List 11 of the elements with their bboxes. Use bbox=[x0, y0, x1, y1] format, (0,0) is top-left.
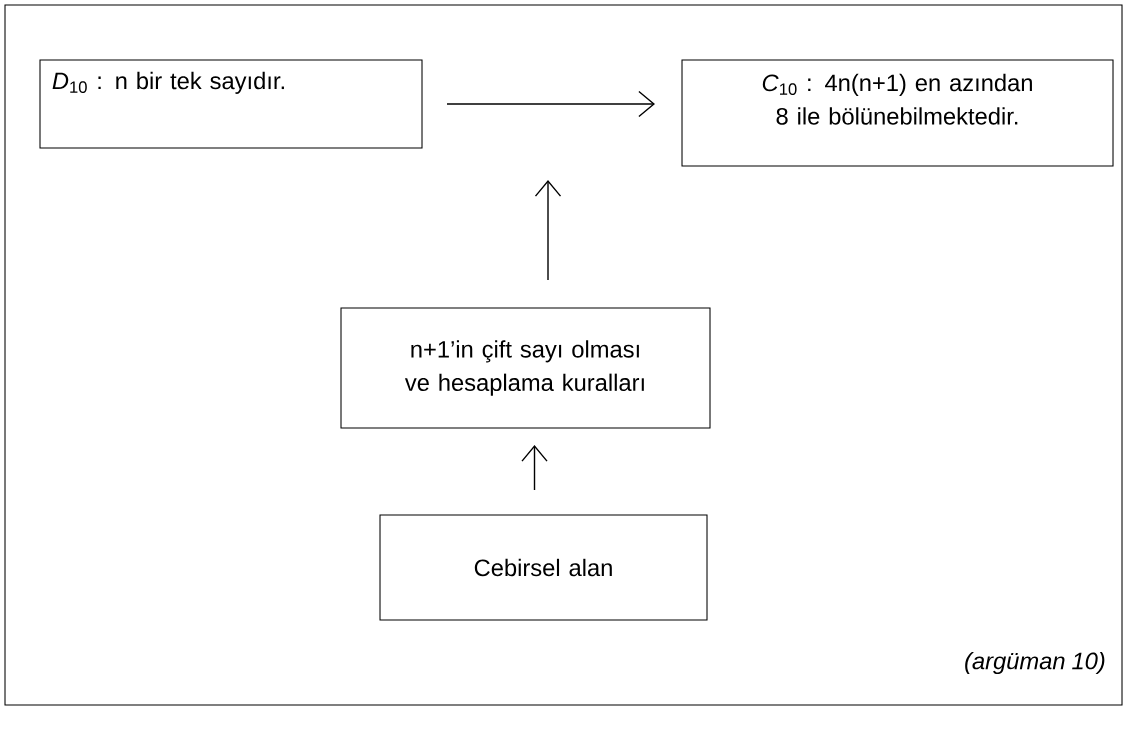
text-box bbox=[39, 59, 423, 149]
argument-label: (argüman 10) bbox=[965, 651, 1105, 675]
text-box bbox=[681, 59, 1114, 167]
box-text: D$_{10}$ : n bir tek sayıdır. bbox=[52, 71, 284, 94]
text-box bbox=[340, 307, 711, 429]
box-text: C$_{10}$ : 4n(n+1) en azından 8 ile bölünebilmektedir. bbox=[762, 73, 1032, 125]
arrow bbox=[446, 90, 655, 118]
text-box bbox=[379, 514, 708, 621]
box-text: n+1’in çift sayı olması ve hesaplama kuralları bbox=[404, 340, 644, 396]
box-text: Cebirsel alan bbox=[474, 558, 612, 577]
arrow bbox=[534, 180, 562, 281]
